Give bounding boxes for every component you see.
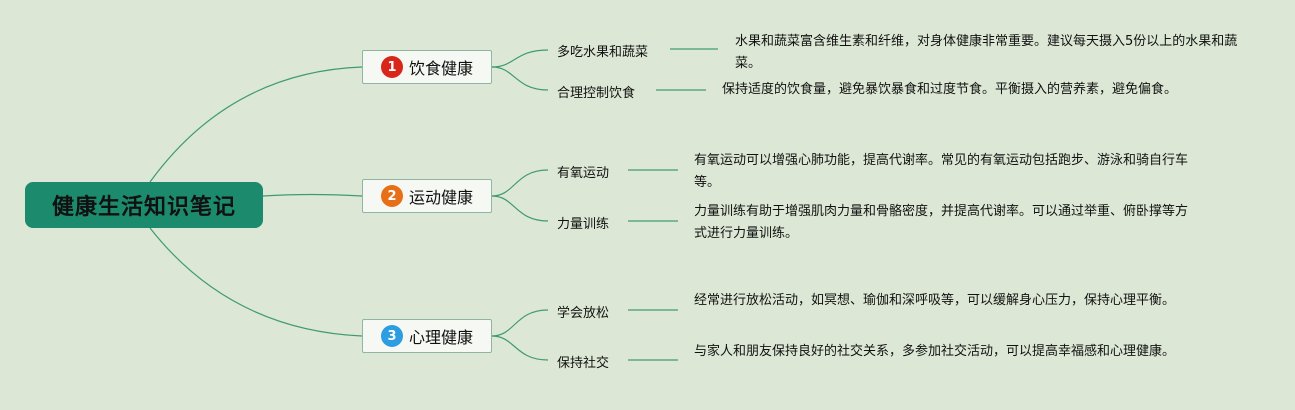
- branch-1-connector-b: [491, 66, 549, 91]
- leaf-node-strength[interactable]: 力量训练: [557, 217, 610, 232]
- leaf-description: 水果和蔬菜富含维生素和纤维，对身体健康非常重要。建议每天摄入5份以上的水果和蔬菜…: [735, 34, 1238, 71]
- leaf-node-control-diet[interactable]: 合理控制饮食: [557, 86, 636, 101]
- leaf-node-fruits-vegetables[interactable]: 多吃水果和蔬菜: [557, 45, 649, 60]
- root-label: 健康生活知识笔记: [51, 195, 236, 220]
- branch-node-mental[interactable]: 3 心理健康: [362, 319, 492, 353]
- leaf-description: 力量训练有助于增强肌肉力量和骨骼密度，并提高代谢率。可以通过举重、俯卧撑等方式进…: [694, 204, 1189, 241]
- branch-label: 运动健康: [408, 188, 473, 207]
- leaf-description: 保持适度的饮食量，避免暴饮暴食和过度节食。平衡摄入的营养素，避免偏食。: [722, 82, 1178, 97]
- root-connector-1: [149, 66, 363, 183]
- branch-node-exercise[interactable]: 2 运动健康: [362, 179, 492, 213]
- branch-2-connector-b: [491, 195, 549, 222]
- branch-3-connector-a: [491, 309, 549, 337]
- branch-1-connector-a: [491, 49, 549, 68]
- branch-2-connector-a: [491, 169, 549, 197]
- branch-node-diet[interactable]: 1 饮食健康: [362, 50, 492, 84]
- root-connector-2: [262, 193, 363, 197]
- branch-3-connector-b: [491, 335, 549, 361]
- leaf-node-aerobic[interactable]: 有氧运动: [557, 166, 610, 181]
- leaf-description: 与家人和朋友保持良好的社交关系，多参加社交活动，可以提高幸福感和心理健康。: [694, 344, 1176, 359]
- number-2-badge: 2: [380, 185, 403, 207]
- number-3-badge: 3: [380, 325, 403, 347]
- leaf-node-relax[interactable]: 学会放松: [557, 306, 610, 321]
- number-1-badge: 1: [380, 56, 403, 78]
- branch-label: 心理健康: [408, 328, 473, 347]
- leaf-node-social[interactable]: 保持社交: [557, 356, 610, 371]
- branch-label: 饮食健康: [408, 59, 473, 78]
- root-node[interactable]: 健康生活知识笔记: [25, 182, 263, 228]
- leaf-description: 有氧运动可以增强心肺功能，提高代谢率。常见的有氧运动包括跑步、游泳和骑自行车等。: [694, 153, 1189, 190]
- root-connector-3: [149, 227, 363, 337]
- leaf-description: 经常进行放松活动，如冥想、瑜伽和深呼吸等，可以缓解身心压力，保持心理平衡。: [694, 293, 1176, 308]
